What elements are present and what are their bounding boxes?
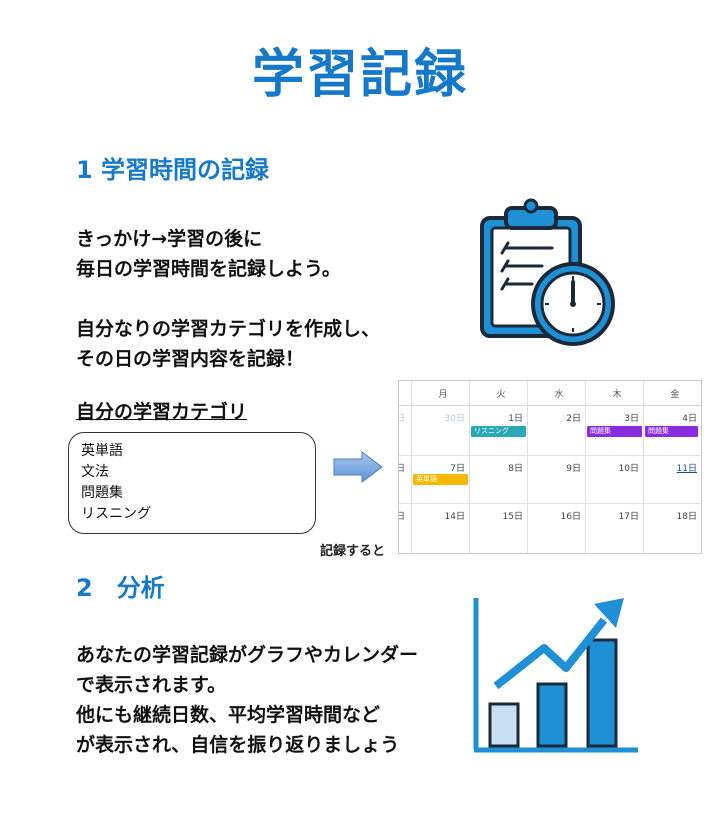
category-item: 文法 [81,464,109,480]
category-item: 英単語 [81,443,123,459]
section-1-line [76,284,380,314]
section-1-line: 毎日の学習時間を記録しよう。 [76,258,341,280]
calendar-date: 30日 [444,414,465,424]
section-2-line: 他にも継続日数、平均学習時間など [76,704,381,726]
growth-chart-icon [473,598,638,753]
section-1-description: きっかけ→学習の後に 毎日の学習時間を記録しよう。 自分なりの学習カテゴリを作成… [76,224,380,374]
calendar-date: 3日 [624,414,639,424]
page-title: 学習記録 [251,45,468,105]
weekday-label: 月 [438,390,448,400]
category-title: 自分の学習カテゴリ [76,401,248,423]
section-2-line: あなたの学習記録がグラフやカレンダー [76,644,419,666]
weekday-label: 木 [612,390,622,400]
calendar-event-eitango[interactable]: 英単語 [413,474,468,485]
section-2-title: 2 分析 [76,574,165,602]
category-item: リスニング [81,506,151,522]
calendar-date: 11日 [676,464,697,474]
calendar-event-mondaishu[interactable]: 問題集 [645,426,698,437]
right-arrow-icon [333,451,383,483]
category-list: 英単語 文法 問題集 リスニング [68,432,316,534]
section-1-title: 1 学習時間の記録 [76,156,270,184]
calendar-date: 8日 [508,464,523,474]
section-2-line: で表示されます。 [76,674,227,696]
calendar-preview: 月 火 水 木 金 日 日 日 30日 1日 2日 3日 4日 7日 8日 9日… [398,380,702,554]
calendar-date: 16日 [560,512,581,522]
calendar-date: 9日 [566,464,581,474]
calendar-date: 14日 [444,512,465,522]
calendar-date: 7日 [450,464,465,474]
section-2-line: が表示され、自信を振り返りましょう [76,734,400,756]
calendar-event-mondaishu[interactable]: 問題集 [587,426,642,437]
section-2-description: あなたの学習記録がグラフやカレンダー で表示されます。 他にも継続日数、平均学習… [76,640,418,760]
calendar-event-listening[interactable]: リスニング [471,426,526,437]
weekday-label: 水 [554,390,564,400]
category-item: 問題集 [81,485,123,501]
section-1-line: その日の学習内容を記録！ [76,348,305,370]
calendar-date: 17日 [618,512,639,522]
edge-day-label: 日 [399,461,405,474]
edge-day-label: 日 [399,411,405,424]
calendar-date: 1日 [508,414,523,424]
weekday-label: 火 [496,390,506,400]
calendar-caption: 記録すると [320,544,386,559]
edge-day-label: 日 [399,509,405,522]
calendar-date: 15日 [502,512,523,522]
section-1-line: きっかけ→学習の後に [76,228,263,250]
calendar-header: 月 火 水 木 金 [399,381,701,406]
calendar-date: 10日 [618,464,639,474]
weekday-label: 金 [670,390,680,400]
calendar-date: 2日 [566,414,581,424]
calendar-date: 4日 [682,414,697,424]
clipboard-clock-icon [480,198,615,346]
section-1-line: 自分なりの学習カテゴリを作成し、 [76,318,381,340]
calendar-date: 18日 [676,512,697,522]
